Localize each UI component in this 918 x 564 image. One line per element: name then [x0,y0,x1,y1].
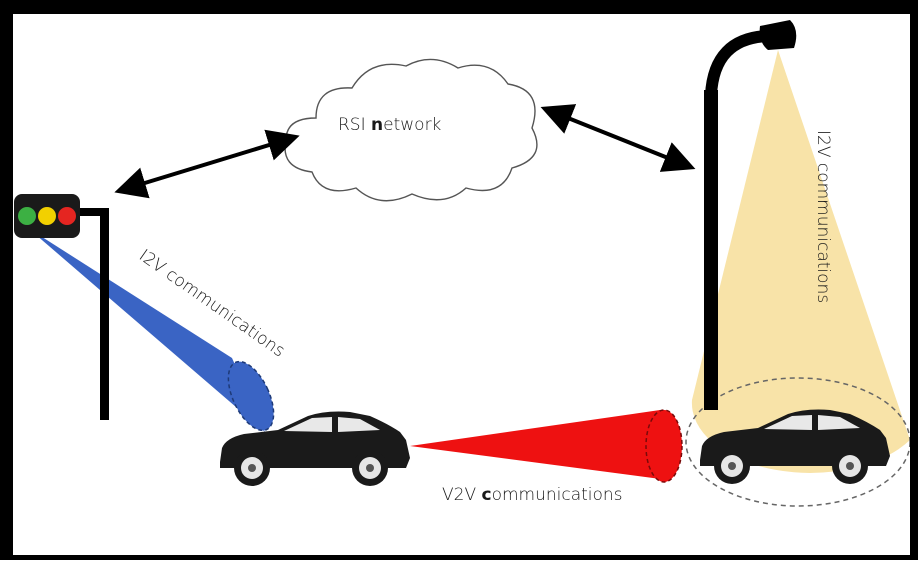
link-arrow-right [540,104,696,172]
v2v-label: V2V communications [442,485,623,505]
street-light-icon [704,20,797,410]
link-arrow-left [114,129,300,199]
i2v-light-beam-right [691,50,910,473]
v2v-beam [410,410,668,480]
traffic-light-icon [14,194,109,420]
rsi-network-label: RSI network [338,115,442,135]
rsi-network-cloud-icon [284,58,538,202]
i2v-right-label: I2V communications [813,130,833,303]
i2v-left-label: I2V communications [135,246,288,362]
i2v-beam-left [28,228,265,432]
